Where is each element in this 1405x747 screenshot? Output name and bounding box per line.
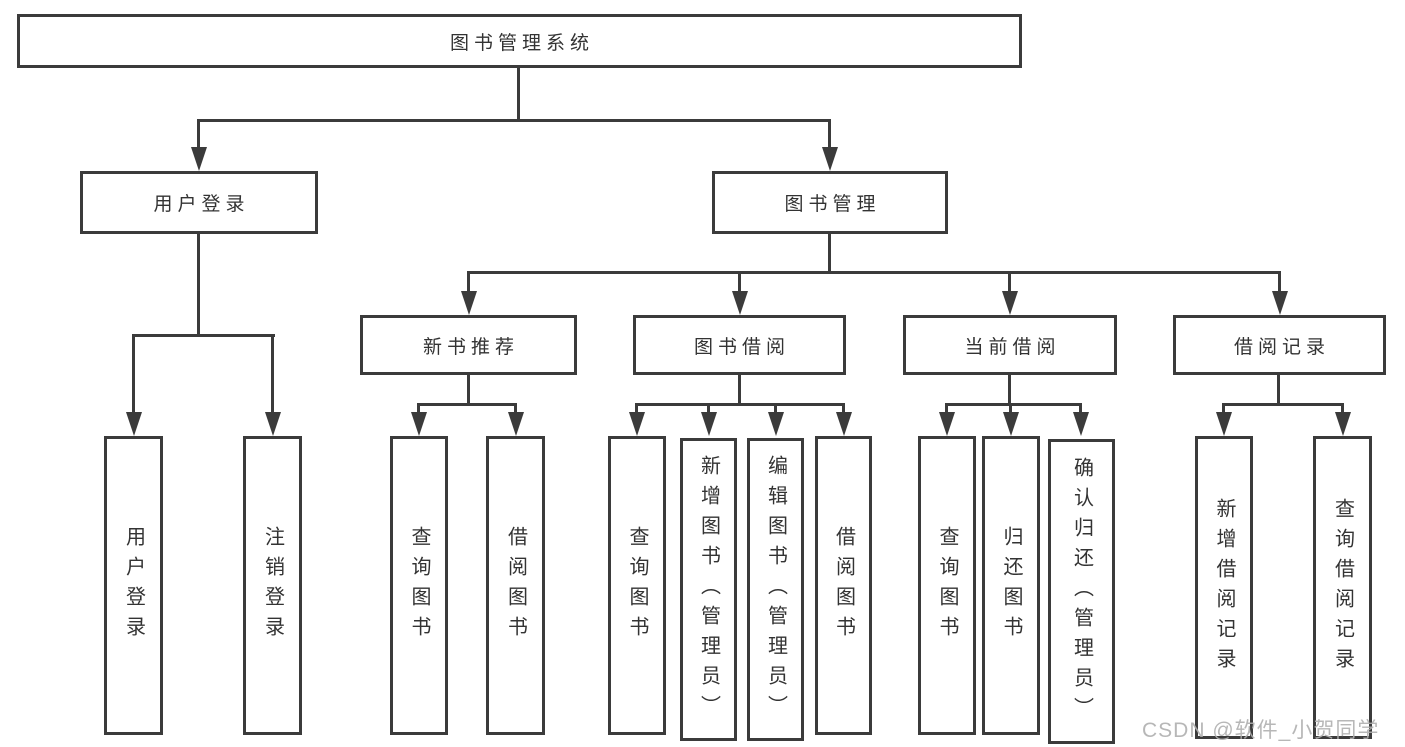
connector-line xyxy=(467,271,1281,274)
node-current-borrow-label: 当前借阅 xyxy=(964,336,1061,358)
connector-line xyxy=(1222,403,1344,406)
leaf-query-books-1: 查询图书 xyxy=(390,436,448,735)
leaf-add-books-admin-label: 新增图书（管理员） xyxy=(697,454,720,725)
connector-line xyxy=(197,119,831,122)
connector-line xyxy=(1277,375,1280,406)
connector-arrow xyxy=(191,147,207,171)
connector-line xyxy=(1009,403,1012,416)
leaf-query-books-2: 查询图书 xyxy=(608,436,666,735)
leaf-edit-books-admin-label: 编辑图书（管理员） xyxy=(764,454,787,725)
connector-line xyxy=(1008,375,1011,406)
leaf-logout-label: 注销登录 xyxy=(261,525,284,646)
node-book-borrow-label: 图书借阅 xyxy=(693,336,790,358)
leaf-query-borrow-record: 查询借阅记录 xyxy=(1313,436,1372,739)
connector-line xyxy=(828,119,831,151)
connector-arrow xyxy=(1003,412,1019,436)
leaf-return-books: 归还图书 xyxy=(982,436,1040,735)
watermark: CSDN @软件_小贺同学 xyxy=(1142,719,1380,742)
leaf-add-books-admin: 新增图书（管理员） xyxy=(680,438,737,741)
leaf-borrow-books-2-label: 借阅图书 xyxy=(832,525,855,646)
node-new-books: 新书推荐 xyxy=(360,315,577,375)
leaf-logout: 注销登录 xyxy=(243,436,302,735)
node-borrow-records: 借阅记录 xyxy=(1173,315,1386,375)
connector-arrow xyxy=(1272,291,1288,315)
connector-arrow xyxy=(508,412,524,436)
connector-arrow xyxy=(939,412,955,436)
leaf-user-login: 用户登录 xyxy=(104,436,163,735)
connector-line xyxy=(197,119,200,151)
connector-arrow xyxy=(461,291,477,315)
connector-arrow xyxy=(1002,291,1018,315)
connector-line xyxy=(467,375,470,406)
leaf-borrow-books-1: 借阅图书 xyxy=(486,436,545,735)
leaf-return-books-label: 归还图书 xyxy=(1000,525,1022,646)
leaf-query-borrow-record-label: 查询借阅记录 xyxy=(1331,497,1354,678)
connector-line xyxy=(842,403,845,416)
connector-line xyxy=(517,68,520,122)
connector-line xyxy=(417,403,517,406)
connector-line xyxy=(738,271,741,295)
connector-arrow xyxy=(1216,412,1232,436)
node-book-management: 图书管理 xyxy=(712,171,948,234)
connector-arrow xyxy=(822,147,838,171)
connector-line xyxy=(271,334,274,416)
connector-arrow xyxy=(768,412,784,436)
node-book-borrow: 图书借阅 xyxy=(633,315,846,375)
connector-line xyxy=(1341,403,1344,416)
connector-line xyxy=(514,403,517,416)
connector-line xyxy=(417,403,420,416)
leaf-confirm-return-admin-label: 确认归还（管理员） xyxy=(1070,456,1093,727)
connector-arrow xyxy=(629,412,645,436)
leaf-user-login-label: 用户登录 xyxy=(122,525,145,646)
connector-line xyxy=(1079,403,1082,416)
connector-line xyxy=(635,403,845,406)
connector-line xyxy=(132,334,135,416)
node-new-books-label: 新书推荐 xyxy=(422,336,519,358)
leaf-add-borrow-record-label: 新增借阅记录 xyxy=(1213,497,1235,678)
leaf-borrow-books-1-label: 借阅图书 xyxy=(504,525,527,646)
connector-line xyxy=(1008,271,1011,295)
connector-arrow xyxy=(836,412,852,436)
connector-line xyxy=(945,403,1082,406)
leaf-edit-books-admin: 编辑图书（管理员） xyxy=(747,438,804,741)
connector-line xyxy=(738,375,741,406)
connector-arrow xyxy=(126,412,142,436)
leaf-query-books-2-label: 查询图书 xyxy=(626,525,648,646)
connector-line xyxy=(828,234,831,274)
connector-arrow xyxy=(411,412,427,436)
node-current-borrow: 当前借阅 xyxy=(903,315,1117,375)
connector-line xyxy=(1278,271,1281,295)
node-user-login-label: 用户登录 xyxy=(153,194,250,215)
connector-line xyxy=(197,234,200,337)
leaf-query-books-3-label: 查询图书 xyxy=(936,525,958,646)
connector-line xyxy=(635,403,638,416)
leaf-add-borrow-record: 新增借阅记录 xyxy=(1195,436,1253,739)
leaf-borrow-books-2: 借阅图书 xyxy=(815,436,872,735)
leaf-confirm-return-admin: 确认归还（管理员） xyxy=(1048,439,1115,744)
connector-arrow xyxy=(1335,412,1351,436)
connector-arrow xyxy=(732,291,748,315)
node-root-label: 图书管理系统 xyxy=(449,32,594,54)
connector-line xyxy=(1222,403,1225,416)
connector-line xyxy=(774,403,777,416)
leaf-query-books-3: 查询图书 xyxy=(918,436,976,735)
node-root: 图书管理系统 xyxy=(17,14,1022,68)
connector-arrow xyxy=(265,412,281,436)
node-borrow-records-label: 借阅记录 xyxy=(1233,336,1330,358)
connector-arrow xyxy=(701,412,717,436)
leaf-query-books-1-label: 查询图书 xyxy=(408,525,430,646)
connector-arrow xyxy=(1073,412,1089,436)
node-book-management-label: 图书管理 xyxy=(784,194,881,215)
node-user-login: 用户登录 xyxy=(80,171,318,234)
connector-line xyxy=(467,271,470,295)
connector-line xyxy=(707,403,710,416)
connector-line xyxy=(945,403,948,416)
connector-line xyxy=(132,334,275,337)
